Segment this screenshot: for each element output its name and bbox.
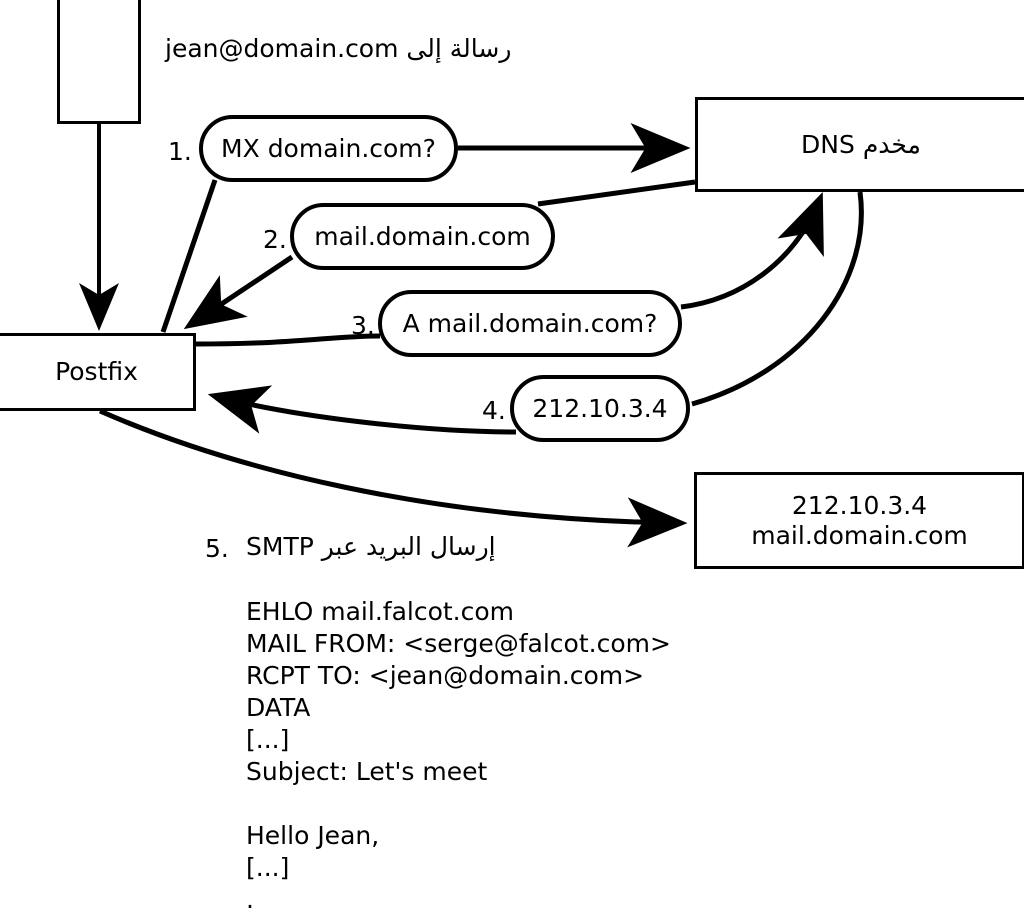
step-3-number: 3. bbox=[351, 311, 375, 340]
destination-node: 212.10.3.4 mail.domain.com bbox=[694, 472, 1024, 569]
step-3-bubble: A mail.domain.com? bbox=[378, 290, 682, 357]
step-2-label: mail.domain.com bbox=[314, 222, 531, 251]
arrow-step5-to-destination bbox=[98, 408, 688, 548]
transcript-line: DATA bbox=[246, 693, 311, 722]
transcript-line: MAIL FROM: <serge@falcot.com> bbox=[246, 629, 671, 658]
step-4-number: 4. bbox=[482, 396, 506, 425]
postfix-label: Postfix bbox=[55, 357, 138, 387]
step-1-bubble: MX domain.com? bbox=[199, 115, 458, 182]
step-1-number: 1. bbox=[168, 137, 192, 166]
transcript-line: . bbox=[246, 885, 254, 914]
arrow-step1-tail bbox=[160, 179, 218, 333]
arrow-step2-tail bbox=[537, 179, 696, 207]
message-note: رسالة إلى jean@domain.com bbox=[165, 34, 512, 63]
transcript-line: [...] bbox=[246, 853, 290, 882]
step-1-label: MX domain.com? bbox=[221, 134, 436, 163]
arrow-step3-to-dns bbox=[680, 192, 824, 310]
step-4-bubble: 212.10.3.4 bbox=[510, 375, 690, 442]
arrow-step4-to-postfix bbox=[207, 385, 517, 435]
postfix-node: Postfix bbox=[0, 333, 196, 411]
transcript-line: Subject: Let's meet bbox=[246, 757, 488, 786]
step-2-bubble: mail.domain.com bbox=[290, 203, 555, 270]
transcript-line: EHLO mail.falcot.com bbox=[246, 597, 515, 626]
arrow-step4-tail bbox=[691, 191, 864, 407]
step-2-number: 2. bbox=[263, 225, 287, 254]
transcript-line: RCPT TO: <jean@domain.com> bbox=[246, 661, 645, 690]
client-box bbox=[57, 0, 141, 124]
transcript-line: Hello Jean, bbox=[246, 821, 380, 850]
step-5-number: 5. bbox=[205, 534, 229, 563]
destination-host: mail.domain.com bbox=[751, 520, 968, 550]
step-4-label: 212.10.3.4 bbox=[532, 394, 668, 423]
step-5-label: إرسال البريد عبر SMTP bbox=[246, 532, 496, 561]
transcript-blank-line bbox=[246, 788, 671, 820]
dns-server-node: مخدم DNS bbox=[695, 97, 1024, 192]
step-3-label: A mail.domain.com? bbox=[402, 309, 658, 338]
arrow-step2-to-postfix bbox=[183, 254, 294, 330]
dns-server-label: مخدم DNS bbox=[801, 129, 921, 159]
transcript-line: [...] bbox=[246, 725, 290, 754]
arrow-step3-tail bbox=[195, 333, 381, 347]
destination-ip: 212.10.3.4 bbox=[791, 491, 928, 520]
